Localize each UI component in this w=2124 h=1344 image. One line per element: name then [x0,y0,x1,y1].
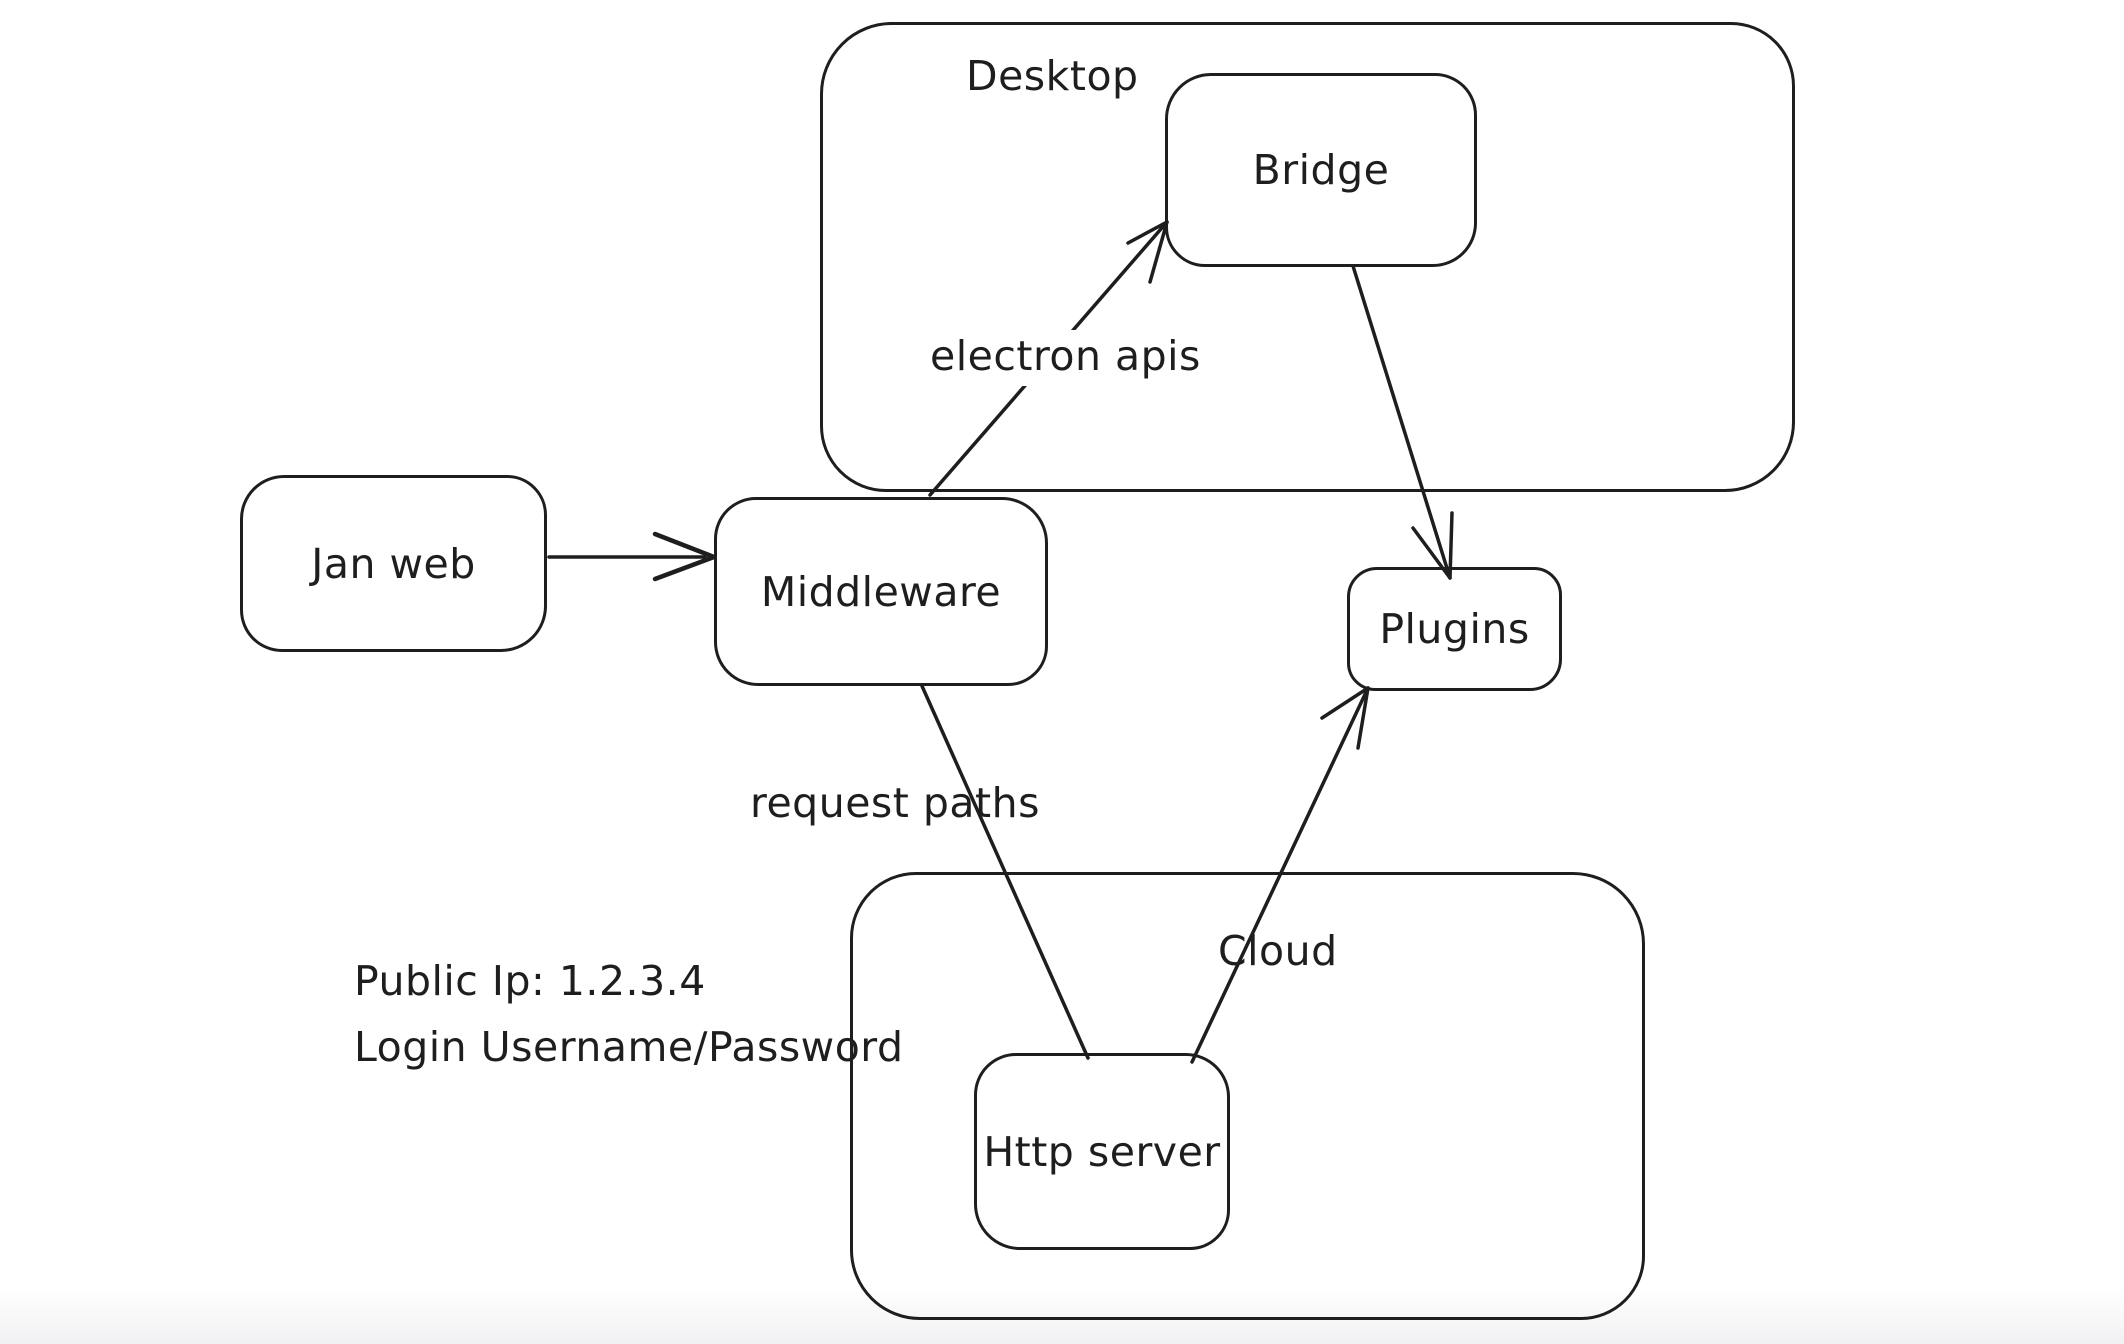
login-note-line: Login Username/Password [354,1023,904,1071]
plugins-node[interactable]: Plugins [1347,567,1562,691]
cloud-credentials-note[interactable]: Public Ip: 1.2.3.4 Login Username/Passwo… [354,948,903,1080]
jan-web-label: Jan web [311,539,476,588]
edge-bridge-to-plugins-arrowhead[interactable] [1411,511,1454,580]
plugins-label: Plugins [1379,605,1530,653]
middleware-label: Middleware [760,567,1002,616]
edge-httpserver-to-plugins-arrowhead[interactable] [1320,686,1370,750]
request-paths-edge-label[interactable]: request paths [750,779,1040,827]
desktop-container-label[interactable]: Desktop [966,52,1139,100]
electron-apis-edge-label[interactable]: electron apis [920,330,1211,386]
cloud-container-label[interactable]: Cloud [1218,927,1338,975]
edge-janweb-to-middleware-arrowhead[interactable] [652,531,717,582]
bridge-node[interactable]: Bridge [1165,73,1477,267]
edge-bridge-to-plugins-line[interactable] [1351,264,1452,580]
edge-middleware-to-httpserver-line[interactable] [920,684,1090,1060]
http-server-node[interactable]: Http server [974,1053,1230,1250]
bridge-label: Bridge [1252,146,1390,194]
edge-middleware-to-bridge-arrowhead[interactable] [1126,220,1169,284]
http-server-label: Http server [983,1127,1221,1176]
jan-web-node[interactable]: Jan web [240,475,547,652]
middleware-node[interactable]: Middleware [714,497,1048,686]
public-ip-note-line: Public Ip: 1.2.3.4 [354,957,706,1005]
edge-httpserver-to-plugins-line[interactable] [1190,686,1370,1064]
desktop-container-box[interactable] [820,22,1795,492]
